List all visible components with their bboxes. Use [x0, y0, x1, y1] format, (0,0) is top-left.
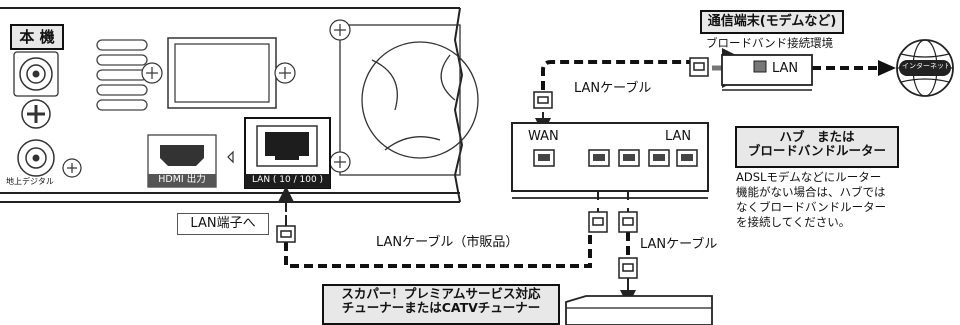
hdmi-label: HDMI 出力 — [158, 174, 206, 185]
modem-title: 通信端末(モデムなど) — [700, 10, 844, 34]
lan-cable-top-label: LANケーブル — [574, 81, 652, 96]
lan-plug-icon — [618, 211, 638, 233]
modem-lan-label: LAN — [772, 61, 799, 76]
device-label: 本 機 — [10, 24, 64, 50]
screw-icon — [329, 19, 351, 41]
router-title: ハブ または ブロードバンドルーター — [735, 126, 899, 168]
lan-plug-icon — [689, 57, 709, 77]
lan-plug-icon — [618, 257, 638, 279]
tuner-device — [565, 295, 713, 325]
router-wan-port[interactable] — [533, 149, 555, 167]
lan-cable-top — [541, 60, 690, 90]
antenna-connector-icon — [17, 139, 55, 177]
router-title-line2: ブロードバンドルーター — [747, 143, 887, 159]
lan-plug-icon — [588, 211, 608, 233]
router-title-line1: ハブ または — [779, 129, 855, 144]
internet-globe-icon — [896, 39, 954, 97]
lan-cable-device — [284, 232, 592, 268]
router-lan-port[interactable] — [618, 149, 640, 167]
antenna-connector-icon — [21, 99, 51, 129]
router-lan-port[interactable] — [648, 149, 670, 167]
screw-icon — [274, 62, 296, 84]
tuner-label-line2: チューナーまたはCATVチューナー — [341, 300, 541, 316]
screw-icon — [62, 158, 82, 178]
modem-subtitle: ブロードバンド接続環境 — [706, 36, 834, 50]
device-lan-port-label: LAN ( 10 / 100 ) — [251, 175, 324, 185]
router-lan-port[interactable] — [676, 149, 698, 167]
antenna-connector-icon — [13, 51, 59, 97]
wan-label: WAN — [528, 129, 559, 144]
modem-device — [721, 54, 813, 91]
antenna-label: 地上デジタル — [6, 177, 54, 186]
screw-icon — [141, 62, 163, 84]
lan-plug-icon — [276, 225, 296, 243]
lan-cable-market-label: LANケーブル（市販品） — [376, 235, 519, 250]
router-lan-label: LAN — [665, 129, 692, 144]
lan-terminal-label: LAN端子へ — [177, 213, 269, 235]
device-lan-port[interactable] — [244, 117, 331, 189]
hdmi-port — [147, 134, 217, 188]
lan-cable-right-label: LANケーブル — [640, 237, 718, 252]
tuner-label: スカパー！プレミアムサービス対応 チューナーまたはCATVチューナー — [322, 284, 560, 325]
internet-label: インターネット — [902, 63, 948, 70]
tuner-label-line1: スカパー！プレミアムサービス対応 — [341, 286, 541, 301]
screw-icon — [329, 151, 351, 173]
lan-plug-icon — [533, 91, 553, 109]
router-lan-port[interactable] — [588, 149, 610, 167]
router-note: ADSLモデムなどにルーター 機能がない場合は、ハブでは なくブロードバンドルー… — [736, 170, 887, 229]
